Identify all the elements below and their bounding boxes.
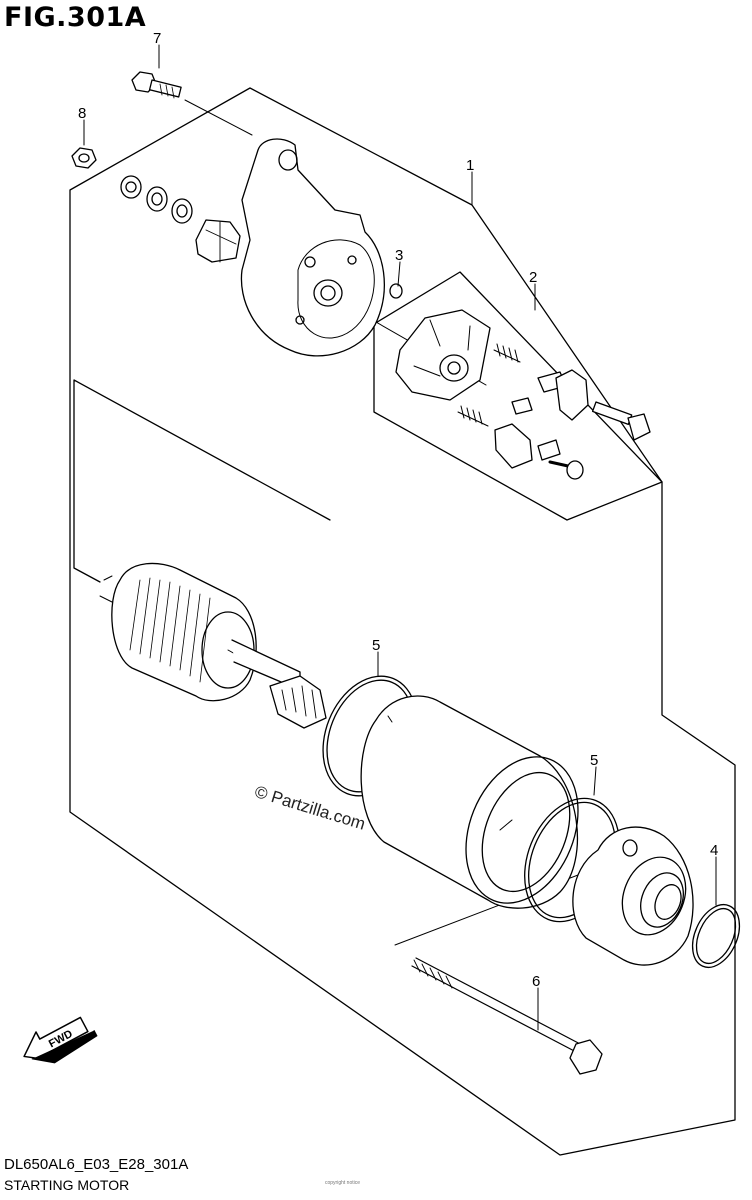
front-housing	[572, 826, 694, 966]
callout-4: 4	[710, 842, 718, 859]
o-ring-4	[691, 904, 741, 968]
bolt-7	[131, 71, 182, 99]
brush-holder	[395, 309, 491, 401]
callout-5-left: 5	[372, 637, 380, 654]
callout-1: 1	[466, 157, 474, 174]
inner-boundary	[73, 379, 331, 583]
terminal-insulator	[195, 219, 241, 263]
figure-code: DL650AL6_E03_E28_301A	[4, 1156, 189, 1173]
callout-6: 6	[532, 973, 540, 990]
callout-3: 3	[395, 247, 403, 264]
rear-housing	[240, 138, 385, 357]
callout-8: 8	[78, 105, 86, 122]
callout-5-right: 5	[590, 752, 598, 769]
figure-title: FIG.301A	[4, 2, 147, 33]
o-ring-3	[389, 283, 403, 299]
brush-holder-boundary	[373, 271, 663, 521]
armature	[99, 562, 327, 729]
callout-7: 7	[153, 30, 161, 47]
brush-screw	[548, 460, 584, 480]
brush-plate-lower	[494, 423, 533, 469]
yoke-case	[360, 695, 579, 909]
assembly-boundary	[69, 87, 736, 1156]
fine-print: copyright notice	[325, 1180, 361, 1186]
figure-subtitle: STARTING MOTOR	[4, 1177, 130, 1193]
brush-springs	[457, 343, 521, 427]
brush-plate-right	[555, 369, 589, 421]
long-bolt-6	[411, 957, 603, 1075]
washers	[120, 175, 193, 224]
brush-bolt	[591, 401, 651, 441]
callout-2: 2	[529, 269, 537, 286]
o-ring-4-inner	[695, 907, 737, 965]
nut-8	[71, 147, 97, 169]
fwd-arrow-icon: FWD	[23, 1016, 98, 1064]
